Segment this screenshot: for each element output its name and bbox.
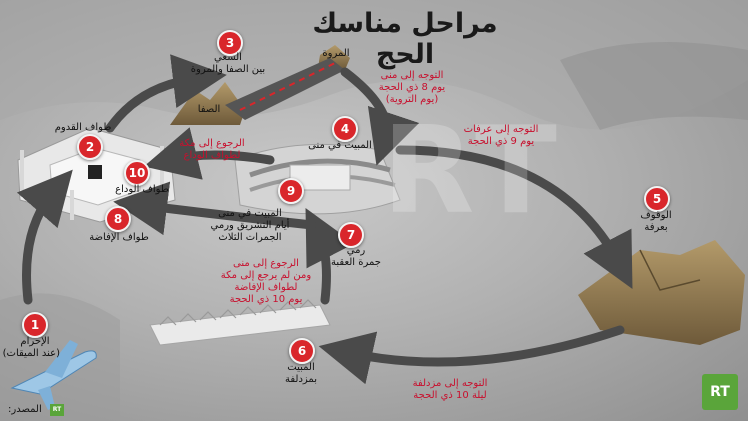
rt-watermark: RT (382, 102, 563, 241)
step-badge-4: 4 (332, 116, 358, 142)
flow-arrows (16, 54, 633, 385)
step-label-10: طواف الوداع (115, 184, 169, 195)
step-badge-6: 6 (289, 338, 315, 364)
step-badge-3: 3 (217, 30, 243, 56)
step-badge-1: 1 (22, 312, 48, 338)
step-label-2: طواف القدوم (54, 122, 112, 133)
step-badge-10: 10 (124, 160, 150, 186)
step-label-1: الإحرام(عند الميقات) (2, 336, 60, 359)
page-title: مراحل مناسك الحج (312, 8, 498, 70)
step-badge-7: 7 (338, 222, 364, 248)
source-rt-logo: RT (50, 404, 64, 416)
step-badge-8: 8 (105, 206, 131, 232)
step-badge-9: 9 (278, 178, 304, 204)
place-label-safa: الصفا (197, 104, 221, 115)
step-label-4: المبيت في منى (308, 140, 372, 151)
step-badge-5: 5 (644, 186, 670, 212)
source-label: المصدر: (8, 404, 42, 415)
muzdalifah-tents-illustration (149, 299, 331, 346)
step-label-8: طواف الإفاضة (89, 232, 149, 243)
arafat-mountain-illustration (578, 240, 745, 345)
rt-logo: RT (702, 374, 738, 410)
step-badge-2: 2 (77, 134, 103, 160)
place-label-marwa: المروة (322, 48, 350, 59)
